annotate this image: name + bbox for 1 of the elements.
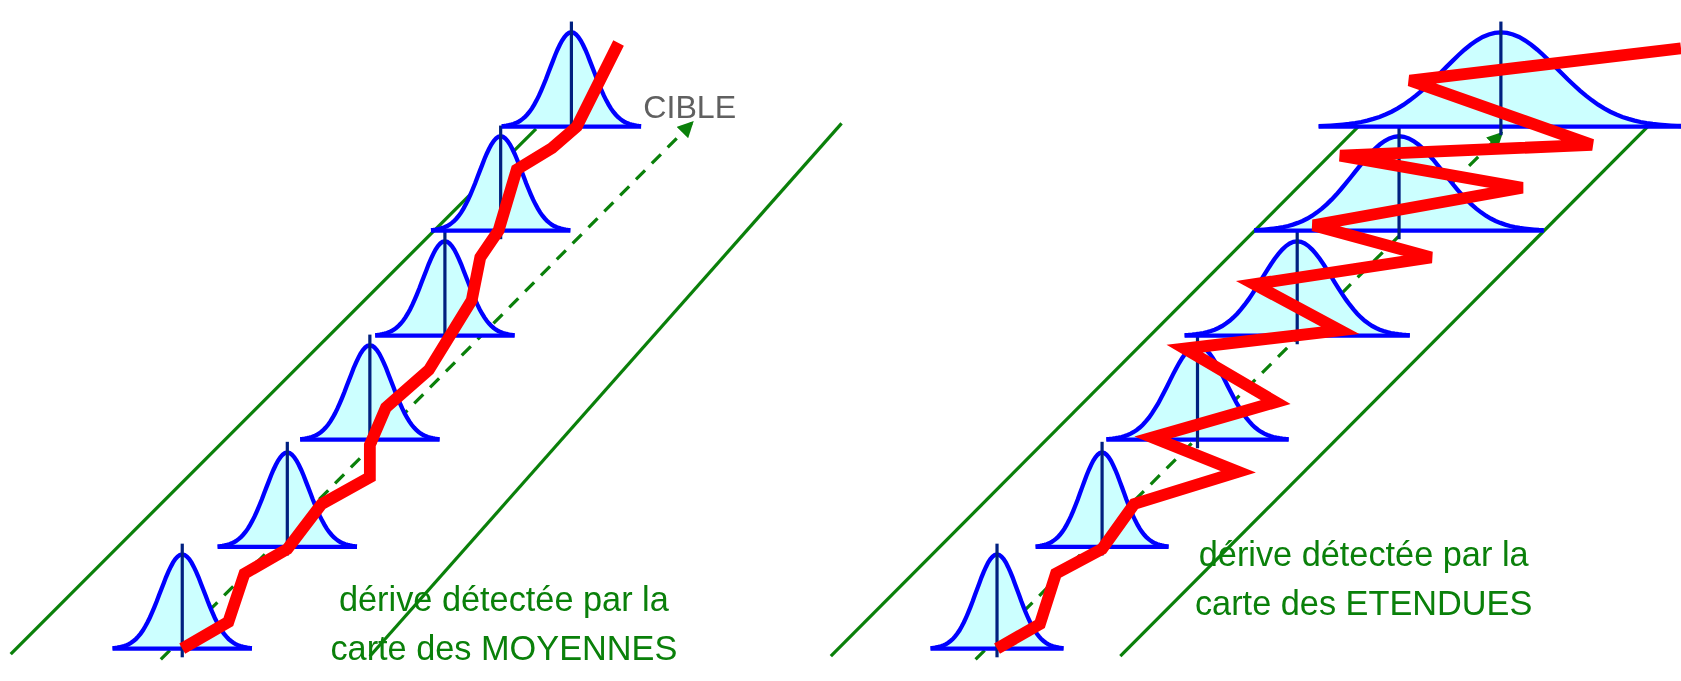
target-label: CIBLE — [643, 87, 738, 127]
